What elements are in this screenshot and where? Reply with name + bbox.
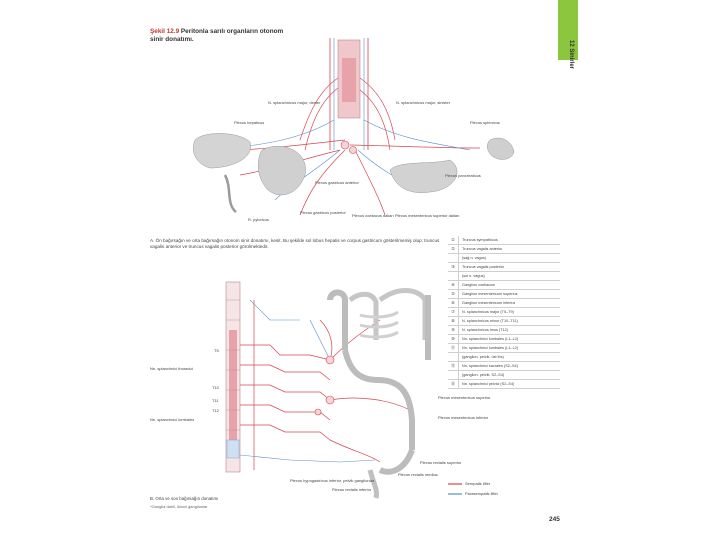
level-label-t5: T5 (214, 348, 219, 353)
legend-row: (sağ n. vagus) (448, 254, 560, 263)
legend-value: Nn. splanchnici lumbales (L1–L2) (462, 346, 519, 350)
label-plexus-pancreaticus: Plexus pancreaticus (445, 173, 481, 178)
panel-a-caption: A. Ön bağırsağın ve orta bağırsağın oton… (150, 238, 440, 249)
legend-key (448, 353, 459, 361)
level-label-t11: T11 (212, 398, 219, 403)
legend-key: ⑬ (448, 380, 459, 388)
label-plexus-hepaticus: Plexus hepaticus (234, 120, 265, 125)
legend-value: (ganglion. pelvik. S2–S4) (462, 373, 505, 377)
legend-value: N. splanchnicus minor (T10–T11) (462, 319, 518, 323)
label-plexus-splenicus: Plexus splenicus (470, 120, 500, 125)
legend-value: (ganglion. pelvik. üst ibs) (462, 355, 504, 359)
legend-value: N. splanchnicus imus (T12) (462, 328, 509, 332)
legend-key: ⑪ (448, 344, 459, 352)
legend-key: ② (448, 245, 459, 253)
label-plexus-rectalis-medius: Plexus rectalis medius (398, 472, 438, 477)
label-plexus-hypogastricus: Plexus hypogastricus inferior, pelvik ga… (290, 478, 375, 483)
label-plexus-coeliacus: Plexus coeliacus dalları (352, 213, 394, 218)
chapter-vertical-title: 12 Sinirler (568, 40, 574, 70)
panel-a-column (329, 38, 369, 150)
figure-title: Şekil 12.9 Peritonla sarılı organların o… (150, 28, 290, 44)
figure-number: Şekil 12.9 (150, 28, 180, 35)
label-plexus-rectalis-superior: Plexus rectalis superior (420, 460, 462, 465)
legend-key: ⑩ (448, 335, 459, 343)
panel-b-sympathetic-fibres (240, 300, 411, 470)
figure-title-text: Peritonla sarılı organların otonom sinir… (150, 28, 284, 43)
level-label-t12: T12 (212, 408, 219, 413)
label-n-splanchnicus-sinister: N. splanchnicus major, sinister (396, 100, 451, 105)
legend-key: ⑫ (448, 362, 459, 370)
panel-b-caption: B. Orta ve son bağırsağın donatımı (150, 496, 219, 501)
label-r-pyloricus: R. pyloricus (248, 217, 269, 222)
label-plexus-mesentericus-superior-a: Plexus mesentericus superior dalları (395, 213, 460, 218)
page-number: 245 (549, 516, 560, 523)
label-plexus-mesentericus-inferior: Plexus mesentericus inferior (438, 415, 489, 420)
legend-key (448, 272, 459, 280)
footnote: *Ganglia dahil, ikincil ganglionlar (150, 504, 208, 509)
key-sympathetic: Sempatik lifler (465, 481, 491, 486)
label-plexus-gastricus-posterior: Plexus gastricus posterior (300, 210, 346, 215)
panel-a-organs (193, 133, 515, 213)
legend-key (448, 371, 459, 379)
panel-b-parasympathetic-fibres (239, 299, 376, 463)
legend-value: Nn. splanchnici sacrales (S2–S4) (462, 364, 518, 368)
legend-value: Truncus vagalis posterior (462, 265, 505, 269)
panel-b-intestines (314, 288, 431, 499)
legend-value: Nn. splanchnici lumbales (L1–L2) (462, 337, 519, 341)
legend-key: ⑤ (448, 290, 459, 298)
legend-key: ⑦ (448, 308, 459, 316)
legend-key: ⑧ (448, 317, 459, 325)
legend-value: Truncus sympathicus (462, 238, 498, 242)
legend-key: ① (448, 236, 459, 244)
legend-value: N. splanchnicus major (T5–T9) (462, 310, 514, 314)
legend-value: Truncus vagalis anterior (462, 247, 503, 251)
legend-value: (sol n. vagus) (462, 274, 485, 278)
level-label-t10: T10 (212, 385, 219, 390)
key-parasympathetic: Parasempatik lifler (465, 491, 498, 496)
legend-value: Ganglion mesentericum superius (462, 292, 518, 296)
legend-value: Nn. splanchnici pelvici (S2–S4) (462, 382, 515, 386)
panel-a-sympathetic-fibres (229, 77, 481, 216)
legend-value: Ganglion coeliacum (462, 283, 496, 287)
label-plexus-gastricus-anterior: Plexus gastricus anterior (315, 180, 359, 185)
legend-key (448, 254, 459, 262)
legend-row: (ganglion. pelvik. S2–S4) (448, 371, 560, 380)
label-plexus-mesentericus-superior-b: Plexus mesentericus superior (438, 395, 491, 400)
legend-value: (sağ n. vagus) (462, 256, 487, 260)
legend-key: ④ (448, 281, 459, 289)
label-n-splanchnicus-dexter: N. splanchnicus major, dexter (268, 100, 321, 105)
label-nn-splanchnici-thoracici: Nn. splanchnici thoracici (150, 366, 194, 371)
legend-key: ③ (448, 263, 459, 271)
label-plexus-rectalis-inferior: Plexus rectalis inferior (332, 487, 372, 492)
label-nn-splanchnici-lumbales: Nn. splanchnici lumbales (150, 417, 195, 422)
legend-value: Ganglion mesentericum inferius (462, 301, 516, 305)
chapter-color-tab (558, 0, 578, 60)
legend-row: (sol n. vagus) (448, 272, 560, 281)
panel-b-column (225, 281, 241, 473)
legend-key: ⑨ (448, 326, 459, 334)
legend-key: ⑥ (448, 299, 459, 307)
legend-row: (ganglion. pelvik. üst ibs) (448, 353, 560, 362)
